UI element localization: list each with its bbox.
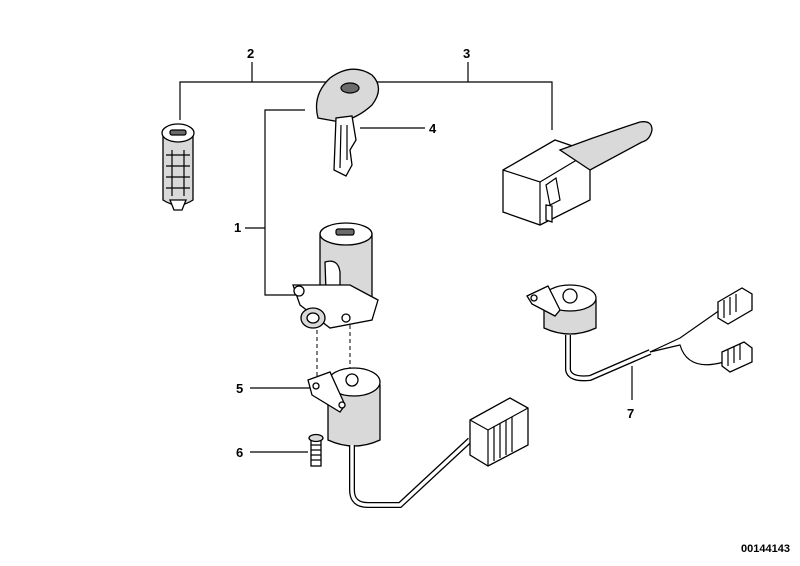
- callout-6: 6: [236, 445, 243, 460]
- leader-1: [264, 109, 305, 296]
- callout-3: 3: [463, 46, 470, 61]
- dual-cable-switch-part: [526, 284, 753, 382]
- ignition-switch-part: [307, 367, 529, 508]
- document-number: 00144143: [741, 543, 790, 555]
- callout-5: 5: [236, 381, 243, 396]
- callout-1: 1: [234, 220, 241, 235]
- screw-part: [308, 433, 324, 467]
- lock-cylinder-part: [161, 123, 195, 211]
- callout-2: 2: [247, 46, 254, 61]
- switch-connector-part: [502, 121, 653, 226]
- callout-7: 7: [627, 406, 634, 421]
- key-part: [315, 68, 380, 177]
- callout-4: 4: [429, 121, 437, 136]
- leader-lines: [179, 62, 633, 453]
- ignition-lock-part: [292, 222, 379, 329]
